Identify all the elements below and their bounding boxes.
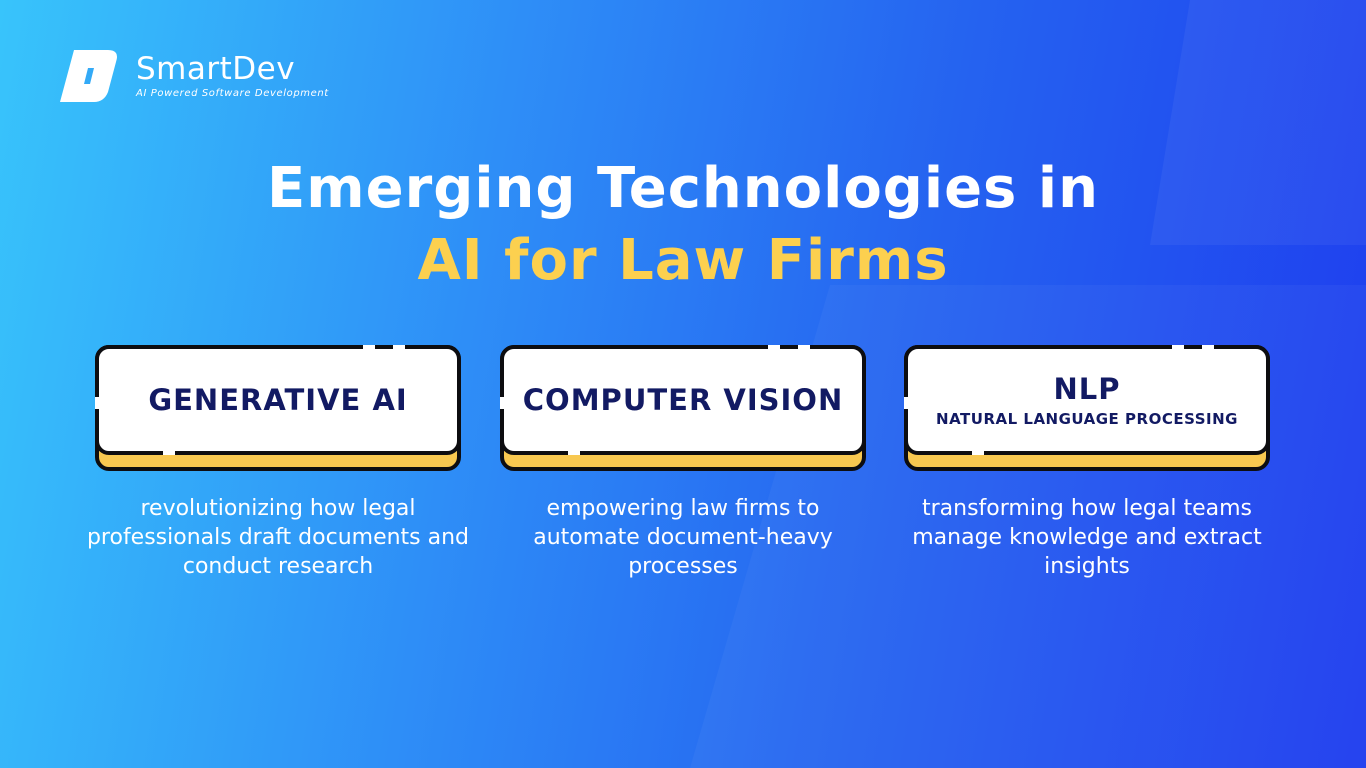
card-description: transforming how legal teams manage know… <box>912 496 1262 579</box>
card-title: NLP <box>1053 372 1121 406</box>
logo-mark-icon <box>60 50 117 102</box>
brand-tagline: AI Powered Software Development <box>136 88 329 99</box>
card-subtitle: NATURAL LANGUAGE PROCESSING <box>936 410 1238 428</box>
page-title-line1: Emerging Technologies in <box>267 156 1099 221</box>
card-computer-vision: COMPUTER VISION <box>500 345 866 471</box>
page-title-line2: AI for Law Firms <box>417 228 949 293</box>
brand-name: SmartDev <box>136 51 296 87</box>
card-description: empowering law firms to automate documen… <box>533 496 833 579</box>
card-title: COMPUTER VISION <box>522 383 844 417</box>
card-description: revolutionizing how legal professionals … <box>86 496 470 579</box>
card-title: GENERATIVE AI <box>148 383 408 417</box>
card-generative-ai: GENERATIVE AI <box>95 345 461 471</box>
card-nlp: NLP NATURAL LANGUAGE PROCESSING <box>904 345 1270 471</box>
smartdev-logo: SmartDev AI Powered Software Development <box>58 48 329 104</box>
